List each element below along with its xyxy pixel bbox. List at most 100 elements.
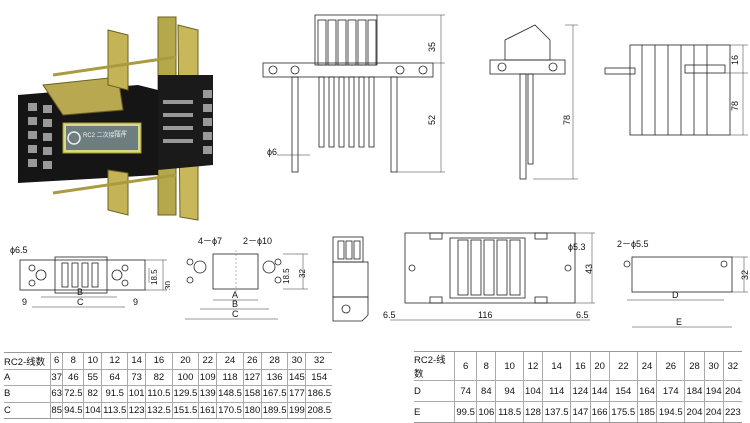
dim-b2: B	[232, 299, 238, 309]
dim-c: C	[77, 297, 84, 307]
table-cell: 100	[171, 369, 199, 386]
dim-a: A	[232, 290, 238, 300]
table-cell: 147	[570, 401, 590, 423]
table-cell: 177	[287, 385, 306, 403]
table-cell: 85	[49, 402, 63, 419]
table-cell: 161	[198, 402, 217, 419]
dim-18-5: 18.5	[150, 269, 159, 285]
table-cell: 127	[242, 369, 262, 386]
table-cell: 145	[287, 369, 306, 386]
table-cell: 204	[684, 401, 705, 423]
table-cell: 139	[198, 385, 217, 403]
table-cell: 180	[242, 402, 262, 419]
dim-9-right: 9	[133, 297, 138, 307]
table-cell: 14	[542, 351, 571, 381]
dim-32-b: 32	[740, 270, 750, 280]
row-label: E	[414, 401, 455, 423]
table-cell: 16	[570, 351, 590, 381]
table-cell: 132.5	[145, 402, 173, 419]
table-cell: 114	[542, 380, 571, 402]
table-cell: 73	[127, 369, 146, 386]
table-cell: 32	[305, 352, 332, 370]
table-cell: 20	[589, 351, 610, 381]
top-plan-drawing: ϕ5.3 43 6.5 116 6.5	[383, 232, 595, 321]
table-cell: 8	[62, 352, 84, 370]
dim-16: 16	[730, 55, 740, 65]
table-cell: 94.5	[62, 402, 84, 419]
table-cell: 199	[287, 402, 306, 419]
row-label: D	[414, 380, 455, 402]
table-cell: 154	[608, 380, 638, 402]
table-cell: 194	[703, 380, 724, 402]
table-cell: 123	[127, 402, 146, 419]
table-cell: 106	[476, 401, 496, 423]
table-cell: 124	[570, 380, 590, 402]
dim-c2: C	[232, 309, 239, 319]
row-label: RC2-线数	[4, 352, 51, 370]
table-cell: 26	[656, 351, 685, 381]
table-cell: 194.5	[656, 401, 685, 423]
dim-78: 78	[562, 115, 572, 125]
dim-35: 35	[427, 42, 437, 52]
table-cell: 154	[305, 369, 332, 386]
table-cell: 28	[260, 352, 288, 370]
table-cell: 204	[722, 380, 742, 402]
table-cell: 30	[703, 351, 724, 381]
dim-b: B	[77, 287, 83, 297]
table-cell: 174	[656, 380, 685, 402]
table-cell: 74	[453, 380, 477, 402]
row-label: B	[4, 385, 51, 403]
table-cell: 118.5	[495, 401, 524, 423]
table-cell: 223	[722, 401, 742, 423]
table-cell: 72.5	[62, 385, 84, 403]
table-cell: 20	[171, 352, 199, 370]
table-cell: 189.5	[260, 402, 288, 419]
table-cell: 16	[145, 352, 173, 370]
holes-4: 4－ϕ7	[198, 236, 222, 246]
table-cell: 91.5	[101, 385, 128, 403]
table-cell: 137.5	[542, 401, 571, 423]
dim-9-left: 9	[22, 297, 27, 307]
table-cell: 204	[703, 401, 724, 423]
table-cell: 104	[522, 380, 543, 402]
table-cell: 22	[198, 352, 217, 370]
dim-d: D	[672, 290, 679, 300]
table-cell: 14	[127, 352, 146, 370]
dim-6-5-left: 6.5	[383, 310, 396, 320]
table-cell: 175.5	[608, 401, 638, 423]
cutout-de-drawing: 2－ϕ5.5 32 D E	[617, 239, 750, 328]
table-cell: 24	[216, 352, 244, 370]
side-bracket-drawing	[332, 236, 369, 322]
table-cell: 46	[62, 369, 84, 386]
table-cell: 167.5	[260, 385, 288, 403]
table-cell: 8	[476, 351, 496, 381]
table-cell: 129.5	[171, 385, 199, 403]
table-cell: 151.5	[171, 402, 199, 419]
table-cell: 94	[495, 380, 524, 402]
nameplate-text: RC2 二次接插件	[83, 131, 127, 139]
row-label: C	[4, 402, 51, 419]
table-cell: 28	[684, 351, 705, 381]
table-cell: 184	[684, 380, 705, 402]
table-cell: 63	[49, 385, 63, 403]
hole-5-3: ϕ5.3	[568, 242, 586, 252]
right-view-drawing: 16 78	[604, 44, 748, 136]
table-cell: 128	[522, 401, 543, 423]
table-cell: 32	[722, 351, 742, 381]
holes-5-5: 2－ϕ5.5	[617, 239, 649, 249]
table-cell: 26	[242, 352, 262, 370]
nameplate-rating: 380V 20A	[114, 129, 127, 133]
dim-78-right: 78	[730, 101, 740, 111]
table-cell: 101	[127, 385, 146, 403]
dim-e: E	[676, 317, 682, 327]
table-cell: 6	[49, 352, 63, 370]
dim-52: 52	[427, 115, 437, 125]
table-cell: 113.5	[101, 402, 128, 419]
table-cell: 166	[589, 401, 610, 423]
